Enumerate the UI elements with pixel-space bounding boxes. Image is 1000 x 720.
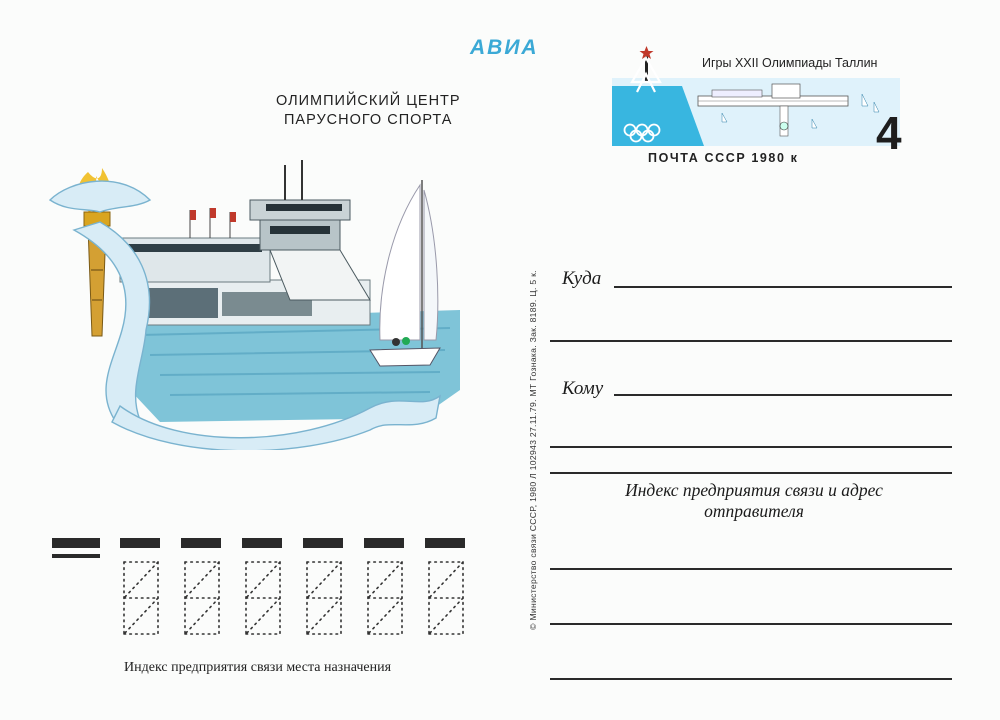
yacht-centre-illustration [48, 160, 460, 450]
flags [190, 208, 236, 222]
to-where-label: Куда [562, 268, 602, 289]
postal-index-boxes[interactable] [40, 530, 480, 640]
to-where-line-2[interactable] [550, 340, 952, 342]
control-tower [249, 160, 371, 301]
imprint-container: © Министерство связи СССР, 1980 Л 102943… [518, 210, 548, 690]
index-digit-cell[interactable] [181, 538, 221, 635]
sender-line-3[interactable] [550, 678, 952, 680]
terrace-windows [128, 244, 262, 252]
stamp-country-year: ПОЧТА СССР 1980 к [648, 151, 799, 165]
sender-label-line2: отправителя [704, 501, 804, 521]
sender-line-1[interactable] [550, 568, 952, 570]
water-ripples [139, 327, 451, 396]
ribbon [48, 180, 441, 450]
index-digit-cell[interactable] [120, 538, 160, 635]
sender-label: Индекс предприятия связи и адрес отправи… [574, 480, 934, 522]
sailboat [369, 180, 441, 367]
index-digit-cells[interactable] [120, 538, 465, 635]
stamp-value: 4 [876, 107, 902, 159]
card-title: ОЛИМПИЙСКИЙ ЦЕНТР ПАРУСНОГО СПОРТА [276, 92, 461, 130]
to-where-line-1[interactable] [614, 286, 952, 288]
building-windows [148, 288, 218, 318]
index-start-mark [52, 538, 100, 558]
sender-line-2[interactable] [550, 623, 952, 625]
to-whom-line-2[interactable] [550, 446, 952, 448]
stamp-sailboats [721, 93, 880, 129]
card-title-line2: ПАРУСНОГО СПОРТА [284, 112, 453, 128]
stamp-title: Игры XXII Олимпиады Таллин [702, 56, 878, 70]
to-whom-label: Кому [562, 378, 604, 399]
card-title-line1: ОЛИМПИЙСКИЙ ЦЕНТР [276, 93, 461, 109]
index-digit-cell[interactable] [242, 538, 282, 635]
index-digit-cell[interactable] [425, 538, 465, 635]
stamp-harbor-building [697, 83, 849, 137]
olympic-emblem-icon [623, 46, 662, 143]
destination-index-caption: Индекс предприятия связи места назначени… [124, 660, 392, 675]
postage-stamp [612, 46, 900, 146]
sender-label-line1: Индекс предприятия связи и адрес [625, 480, 883, 500]
index-digit-cell[interactable] [303, 538, 343, 635]
publisher-imprint: © Министерство связи СССР, 1980 Л 102943… [528, 270, 538, 630]
index-digit-cell[interactable] [364, 538, 404, 635]
avia-mark: АВИА [470, 36, 539, 59]
sender-divider [550, 472, 952, 474]
to-whom-line-1[interactable] [614, 394, 952, 396]
